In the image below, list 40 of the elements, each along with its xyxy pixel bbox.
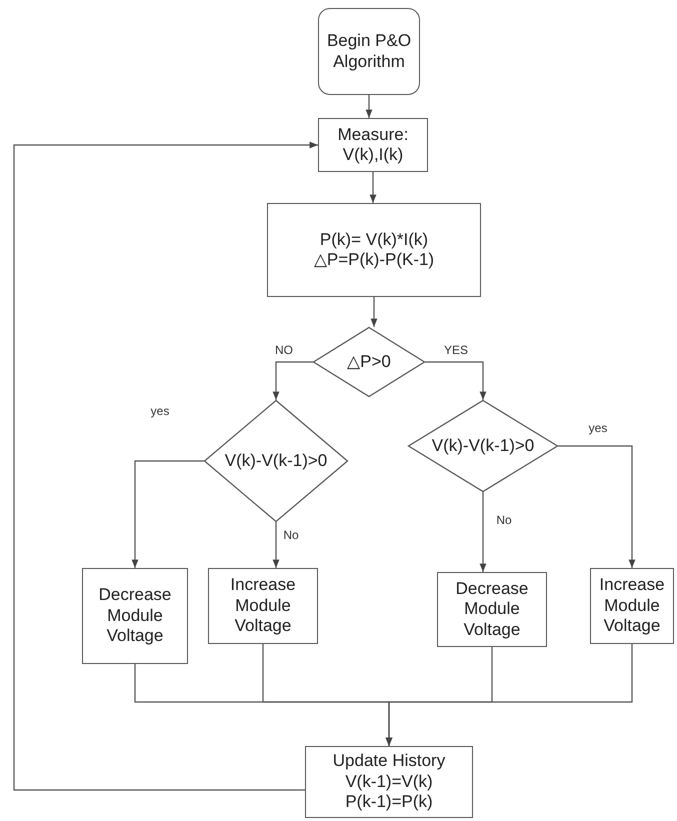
node-text: Increase Module Voltage <box>229 575 297 637</box>
node-text: Decrease Module Voltage <box>98 585 172 647</box>
node-text: Increase Module Voltage <box>598 575 666 637</box>
arrow <box>272 361 313 400</box>
arrow <box>13 142 318 791</box>
node-text: Decrease Module Voltage <box>454 578 530 640</box>
process-box <box>267 203 481 297</box>
node-text: Update History <box>332 751 446 772</box>
node-text: V(k-1)=V(k) <box>345 772 433 792</box>
process-box <box>437 572 547 647</box>
edge-label: YES <box>442 343 470 357</box>
process-box <box>208 568 318 644</box>
decision-diamond <box>313 327 425 397</box>
start-box <box>318 8 420 95</box>
process-box <box>82 568 188 664</box>
edge-label: No <box>281 528 301 542</box>
node-text: V(k)-V(k-1)>0 <box>224 450 328 472</box>
process-box <box>590 568 674 644</box>
decision-diamond <box>204 400 348 522</box>
decision-diamond <box>408 400 558 492</box>
node-text: P(k)= V(k)*I(k) <box>320 230 428 250</box>
arrow <box>370 297 378 327</box>
arrow <box>480 492 486 572</box>
arrow <box>132 460 204 568</box>
node-text: P(k-1)=P(k) <box>345 792 433 813</box>
arrow <box>366 95 372 118</box>
node-text: Measure: V(k),I(k) <box>336 124 410 166</box>
node-text: V(k)-V(k-1)>0 <box>432 436 534 456</box>
node-text: △P=P(k)-P(K-1) <box>314 250 434 270</box>
process-box <box>305 746 473 818</box>
arrow <box>386 644 633 746</box>
edge-label: NO <box>273 343 295 357</box>
node-text: Begin P&O Algorithm <box>326 31 412 72</box>
node-text: △P>0 <box>347 352 391 372</box>
arrow <box>370 172 376 203</box>
edge-label: No <box>494 513 514 527</box>
arrow <box>558 445 636 568</box>
process-box <box>318 118 428 172</box>
arrow <box>425 361 486 400</box>
arrow <box>272 522 280 568</box>
